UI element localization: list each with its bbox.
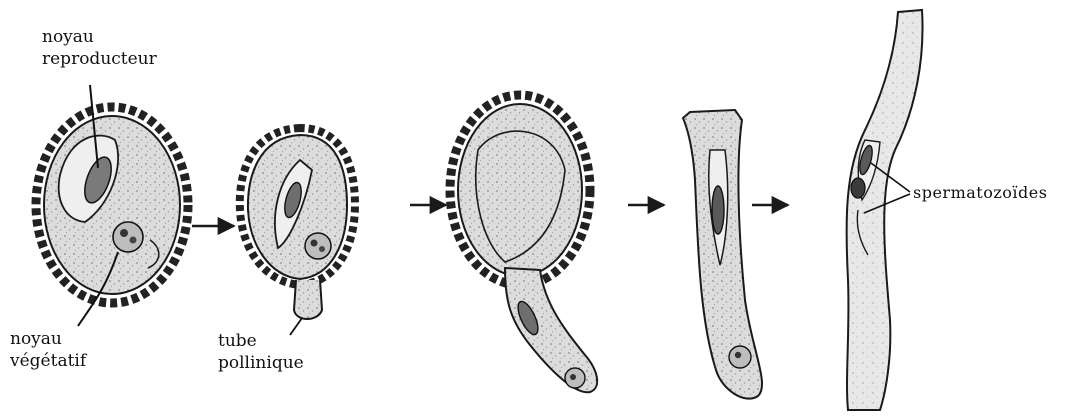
label-line-2: végétatif [10, 350, 86, 372]
label-spermatozoides: spermatozoïdes [913, 182, 1047, 204]
dividing-nucleus [712, 186, 724, 234]
stage-1-pollen-grain [36, 85, 188, 326]
vegetative-nucleus [305, 233, 331, 259]
label-noyau-reproducteur: noyau reproducteur [42, 26, 157, 70]
stage-5-sperm-cells [847, 10, 923, 410]
label-tube-pollinique: tube pollinique [218, 330, 304, 374]
stage-4-tube-division [683, 110, 762, 399]
pollen-tube-bud [294, 280, 322, 319]
label-line-1: noyau [10, 328, 86, 350]
label-noyau-vegetatif: noyau végétatif [10, 328, 86, 372]
vegetative-nucleus [113, 222, 143, 252]
label-line-1: tube [218, 330, 304, 352]
stage-2-germinating-grain [240, 128, 355, 335]
label-line-1: spermatozoïdes [913, 182, 1047, 204]
stage-3-tube-elongation [450, 95, 597, 392]
label-line-2: pollinique [218, 352, 304, 374]
sperm-cell-2 [851, 178, 865, 198]
label-line-1: noyau [42, 26, 157, 48]
label-line-2: reproducteur [42, 48, 157, 70]
